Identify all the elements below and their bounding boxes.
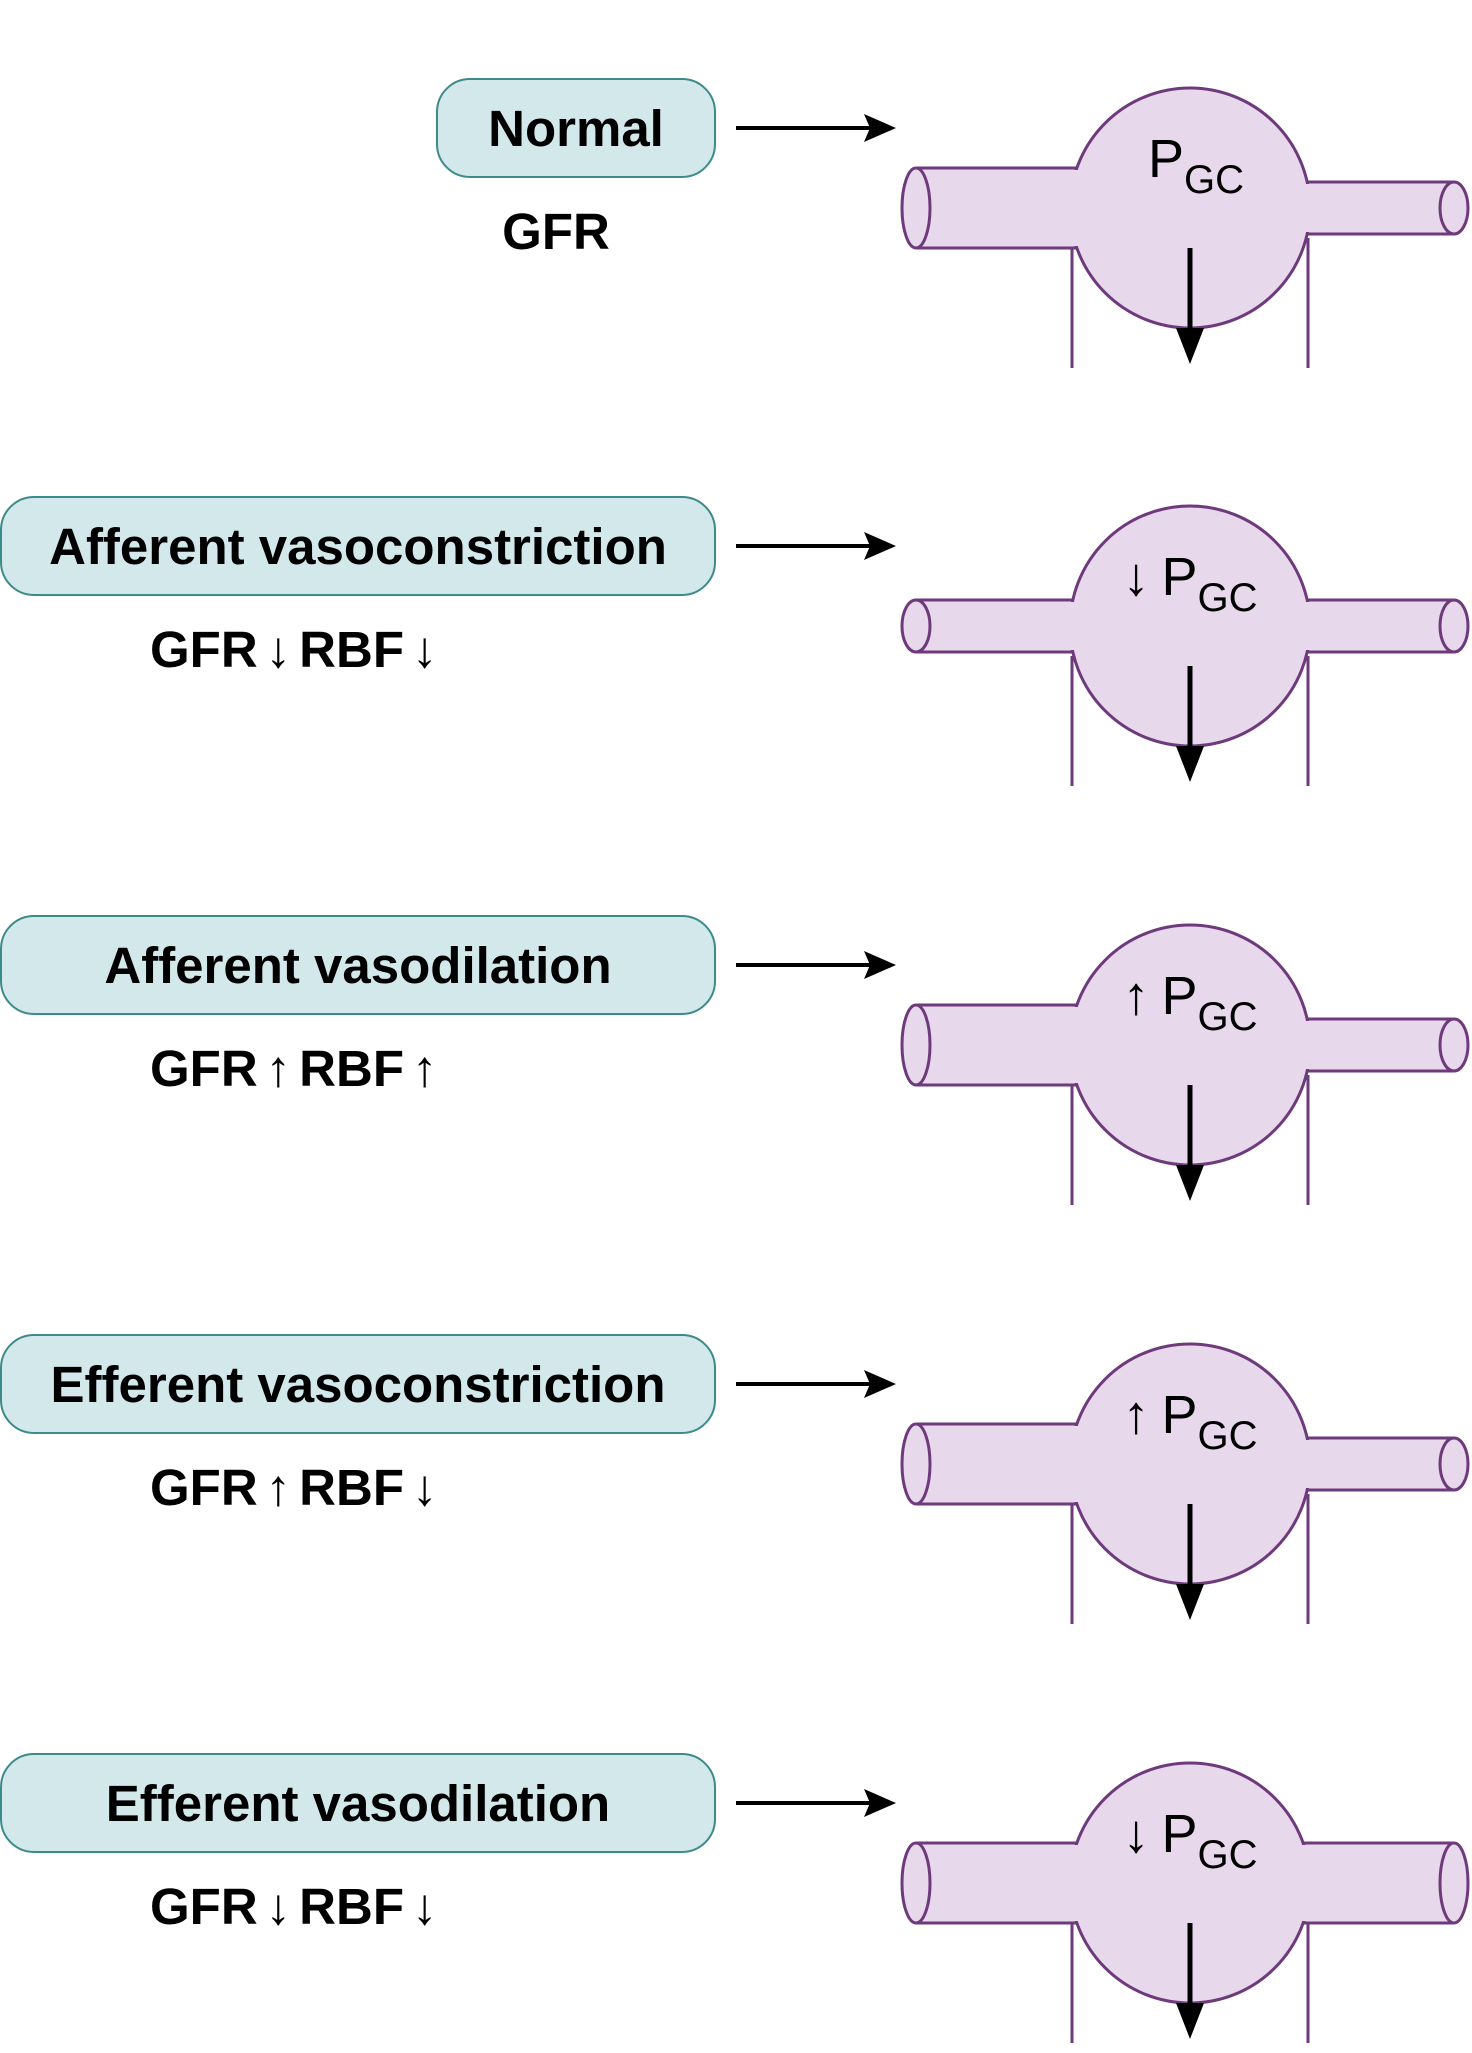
pgc-main: P (1147, 129, 1185, 189)
gfr-label: GFR (502, 202, 610, 260)
glomerulus-normal (900, 86, 1470, 368)
condition-box-afferent-vasodilation: Afferent vasodilation (0, 915, 716, 1015)
pgc-direction-icon: ↑ (1122, 966, 1150, 1026)
effect-normal: GFR (436, 196, 676, 266)
glomerulus-afferent-vasodilation (900, 923, 1470, 1205)
afferent-opening (900, 1841, 932, 1925)
afferent-arteriole (916, 1424, 1086, 1504)
seam-right (1280, 184, 1320, 232)
rbf-direction-icon: ↓ (411, 620, 438, 678)
rbf-label: RBF (299, 1458, 404, 1516)
glomerulus-afferent-vasoconstriction (900, 504, 1470, 786)
efferent-opening (1438, 1841, 1470, 1925)
gfr-direction-icon: ↓ (265, 1877, 292, 1935)
seam-right (1280, 1440, 1320, 1488)
seam-left (1060, 1426, 1100, 1502)
effect-afferent-vasodilation: GFR ↑ RBF ↑ (150, 1033, 550, 1103)
afferent-opening (900, 598, 932, 654)
afferent-arteriole (916, 1843, 1086, 1923)
effect-efferent-vasoconstriction: GFR ↑ RBF ↓ (150, 1452, 550, 1522)
gfr-direction-icon: ↑ (265, 1039, 292, 1097)
filtration-arrow-icon (1176, 2003, 1204, 2039)
effect-afferent-vasoconstriction: GFR ↓ RBF ↓ (150, 614, 550, 684)
afferent-arteriole (916, 600, 1086, 652)
afferent-opening (900, 1422, 932, 1506)
condition-box-normal: Normal (436, 78, 716, 178)
efferent-arteriole (1294, 1843, 1454, 1923)
rbf-label: RBF (299, 1039, 404, 1097)
efferent-arteriole (1294, 1019, 1454, 1071)
effect-efferent-vasodilation: GFR ↓ RBF ↓ (150, 1871, 550, 1941)
filtration-arrow-icon (1176, 1584, 1204, 1620)
seam-right (1280, 1845, 1320, 1921)
afferent-arteriole (916, 168, 1086, 248)
afferent-arteriole (916, 1005, 1086, 1085)
gfr-direction-icon: ↑ (265, 1458, 292, 1516)
gfr-direction-icon: ↓ (265, 620, 292, 678)
efferent-arteriole (1294, 1438, 1454, 1490)
right-arrow-icon (736, 1370, 896, 1398)
row-efferent-vasoconstriction: Efferent vasoconstriction GFR ↑ RBF ↓ ↑ … (0, 1334, 1472, 1634)
condition-box-efferent-vasodilation: Efferent vasodilation (0, 1753, 716, 1853)
seam-left (1060, 170, 1100, 246)
condition-box-afferent-vasoconstriction: Afferent vasoconstriction (0, 496, 716, 596)
gfr-label: GFR (150, 1039, 258, 1097)
seam-right (1280, 1021, 1320, 1069)
condition-box-efferent-vasoconstriction: Efferent vasoconstriction (0, 1334, 716, 1434)
efferent-opening (1438, 180, 1470, 236)
afferent-opening (900, 166, 932, 250)
pgc-direction-icon: ↓ (1122, 1804, 1150, 1864)
seam-left (1060, 602, 1100, 650)
right-arrow-icon (736, 114, 896, 142)
pgc-sub: GC (1184, 158, 1245, 202)
glomerulus-efferent-vasoconstriction (900, 1342, 1470, 1624)
gfr-label: GFR (150, 1458, 258, 1516)
efferent-opening (1438, 1017, 1470, 1073)
pgc-sub: GC (1197, 576, 1258, 620)
efferent-arteriole (1294, 600, 1454, 652)
pgc-main: P (1161, 1804, 1198, 1864)
rbf-direction-icon: ↓ (411, 1458, 438, 1516)
efferent-arteriole (1294, 182, 1454, 234)
row-afferent-vasoconstriction: Afferent vasoconstriction GFR ↓ RBF ↓ ↓ … (0, 496, 1472, 796)
seam-left (1060, 1845, 1100, 1921)
right-arrow-icon (736, 951, 896, 979)
seam-right (1280, 602, 1320, 650)
rbf-label: RBF (299, 620, 404, 678)
pgc-direction-icon: ↑ (1122, 1385, 1150, 1445)
rbf-direction-icon: ↓ (411, 1877, 438, 1935)
gfr-label: GFR (150, 620, 258, 678)
pgc-main: P (1161, 1385, 1198, 1445)
efferent-opening (1438, 598, 1470, 654)
rbf-direction-icon: ↑ (411, 1039, 438, 1097)
pgc-main: P (1161, 966, 1198, 1026)
afferent-opening (900, 1003, 932, 1087)
pgc-sub: GC (1197, 1414, 1258, 1458)
glomerulus-efferent-vasodilation (900, 1761, 1470, 2043)
right-arrow-icon (736, 1789, 896, 1817)
gfr-label: GFR (150, 1877, 258, 1935)
seam-left (1060, 1007, 1100, 1083)
filtration-arrow-icon (1176, 1165, 1204, 1201)
pgc-sub: GC (1197, 1833, 1258, 1877)
pgc-sub: GC (1197, 995, 1258, 1039)
efferent-opening (1438, 1436, 1470, 1492)
right-arrow-icon (736, 532, 896, 560)
filtration-arrow-icon (1176, 328, 1204, 364)
rbf-label: RBF (299, 1877, 404, 1935)
filtration-arrow-icon (1176, 746, 1204, 782)
pgc-direction-icon: ↓ (1122, 547, 1150, 607)
pgc-main: P (1161, 547, 1198, 607)
